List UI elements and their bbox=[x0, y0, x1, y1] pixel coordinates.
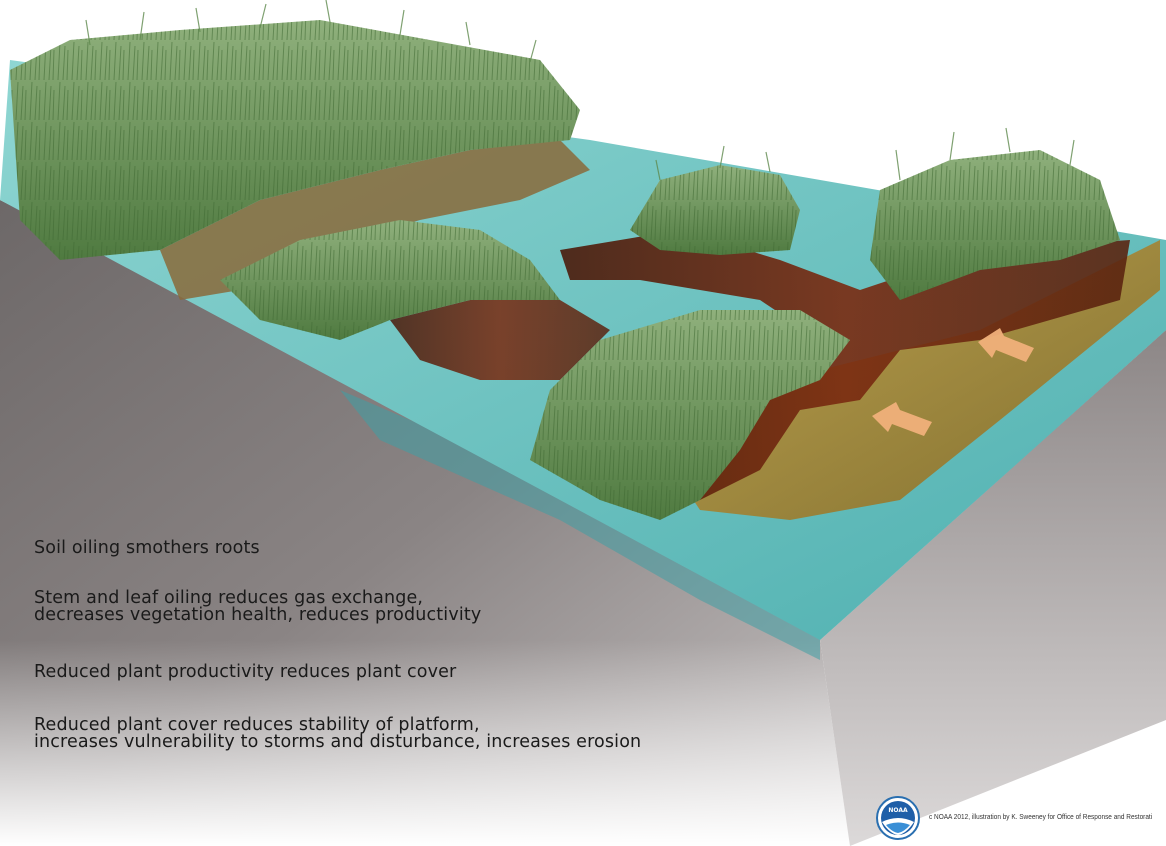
caption-line: decreases vegetation health, reduces pro… bbox=[34, 605, 482, 625]
wave-direction-arrow-upper bbox=[978, 328, 1034, 362]
grass-texture bbox=[530, 310, 850, 520]
copyright-credit: c NOAA 2012, illustration by K. Sweeney … bbox=[929, 812, 1153, 821]
bottom-fade bbox=[0, 640, 880, 846]
caption-line: Reduced plant cover reduces stability of… bbox=[34, 715, 480, 735]
logo-text: NOAA bbox=[888, 807, 908, 814]
caption-line: Soil oiling smothers roots bbox=[34, 538, 260, 558]
noaa-logo-icon: NOAA bbox=[876, 796, 920, 840]
grass-texture bbox=[220, 220, 560, 340]
grass-texture bbox=[10, 20, 580, 260]
caption-reduced-cover: Reduced plant cover reduces stability of… bbox=[34, 715, 642, 752]
grass-texture bbox=[630, 165, 800, 255]
caption-stem-leaf-oiling: Stem and leaf oiling reduces gas exchang… bbox=[34, 588, 482, 625]
wave-direction-arrow-lower bbox=[872, 402, 932, 436]
water-front bbox=[340, 390, 820, 660]
caption-line: Reduced plant productivity reduces plant… bbox=[34, 662, 457, 682]
soil-side-face bbox=[820, 330, 1166, 846]
caption-line: Stem and leaf oiling reduces gas exchang… bbox=[34, 588, 424, 608]
grass-texture bbox=[870, 150, 1120, 300]
caption-reduced-productivity: Reduced plant productivity reduces plant… bbox=[34, 662, 457, 682]
oiled-marsh-edge-right bbox=[560, 230, 1130, 500]
caption-line: increases vulnerability to storms and di… bbox=[34, 732, 642, 752]
grass-tips bbox=[85, 0, 1075, 181]
caption-soil-oiling: Soil oiling smothers roots bbox=[34, 538, 260, 558]
oiled-marsh-edge-center bbox=[390, 300, 610, 380]
